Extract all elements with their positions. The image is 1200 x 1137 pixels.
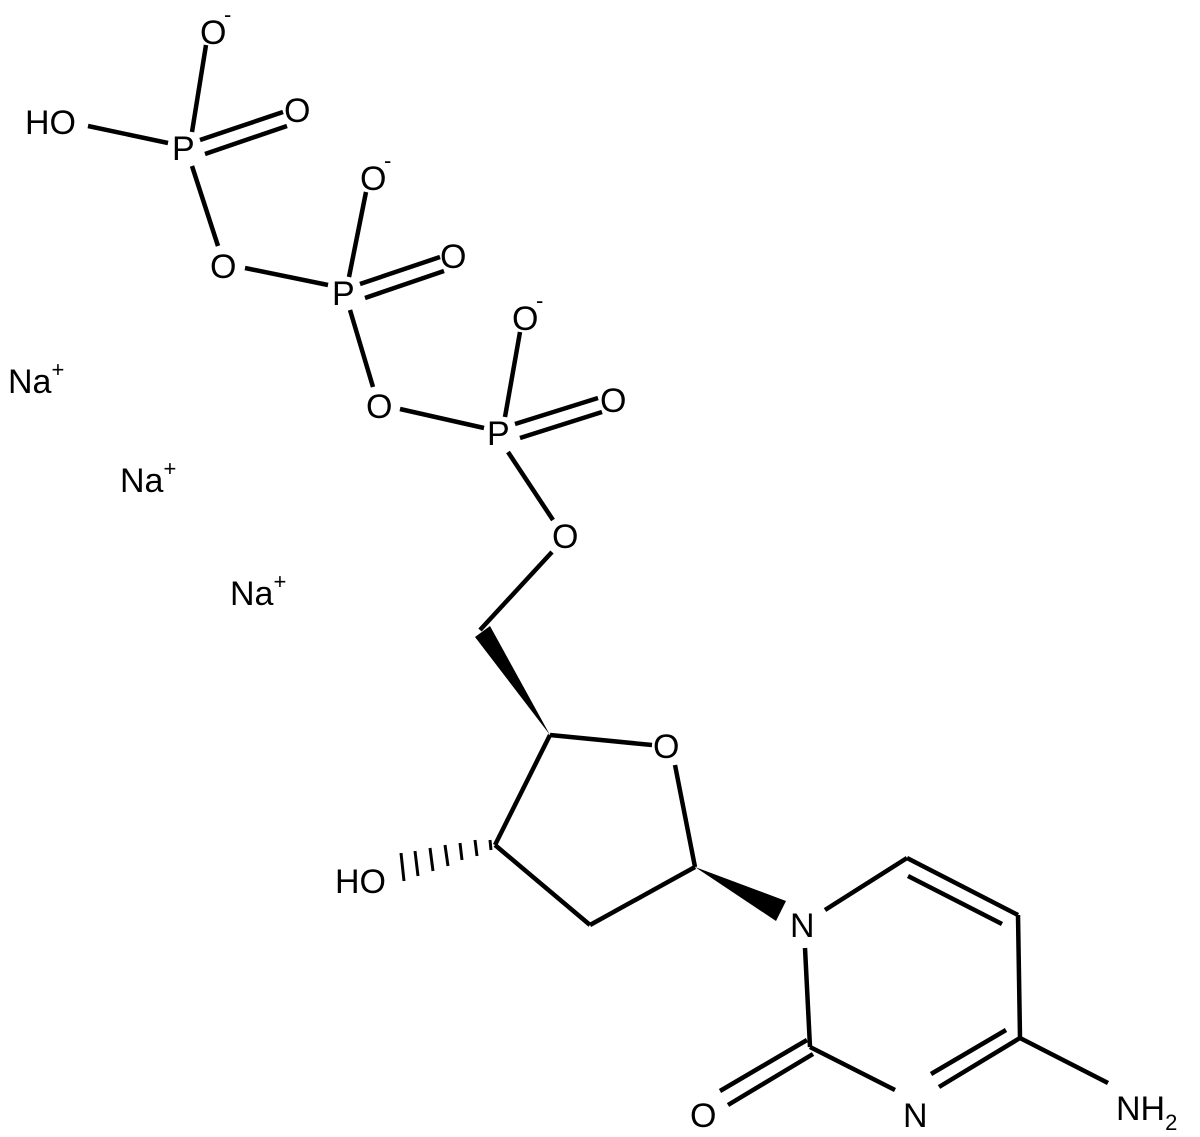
atom-o-minus-1: O [200,14,226,52]
bond [718,1038,809,1093]
wedge-bond [475,626,550,735]
bond [906,873,1004,927]
atom-o-ester: O [552,518,578,556]
bond [87,123,169,146]
bond [492,733,553,847]
hashed-wedge-bond [399,839,493,882]
bond [493,843,592,927]
bond [189,44,209,133]
atom-o-double-1: O [284,92,310,130]
atom-p2: P [332,275,355,313]
charge-minus: - [536,288,543,313]
bond [672,764,698,868]
bond [506,450,555,522]
bond [905,855,1020,918]
bond [502,331,523,418]
bond [808,1044,897,1093]
bond [929,1028,1008,1076]
atom-ho: HO [25,104,76,142]
bond [1015,914,1023,1039]
bond [189,165,221,247]
atom-p3: P [487,415,510,453]
bond [588,865,697,927]
bond [244,265,329,288]
atom-n3: N [903,1097,928,1135]
bond [514,395,599,427]
atom-o-double-3: O [600,382,626,420]
bond [823,856,909,912]
atom-o-minus-2: O [360,160,386,198]
atom-nh2: NH2 [1116,1090,1177,1135]
bonds [87,44,1110,1107]
bond [549,732,653,748]
bond [478,550,554,632]
bond [802,947,813,1048]
atom-o-bridge-1: O [210,248,236,286]
atom-p1: P [172,130,195,168]
bond [199,109,284,143]
bond [204,123,288,157]
bond [347,309,376,388]
bond [346,191,369,278]
atom-o-ring: O [653,728,679,766]
charge-minus: - [384,148,391,173]
atom-labels: O - HO P O O P O - O O P O - O O O HO N … [25,2,1177,1135]
atom-o-carbonyl: O [690,1097,716,1135]
sodium-ion: Na+ [8,357,64,401]
bond [519,409,603,441]
atom-ho-3: HO [335,863,386,901]
atom-o-bridge-2: O [366,388,392,426]
bond [399,406,485,431]
counterions: Na+ Na+ Na+ [8,357,286,613]
charge-minus: - [224,2,231,27]
atom-o-minus-3: O [512,300,538,338]
wedge-bond [695,867,786,921]
bond [364,268,445,301]
atom-o-double-2: O [440,238,466,276]
atom-n1: N [790,907,815,945]
bond [937,1036,1022,1089]
sodium-ion: Na+ [230,569,286,613]
bond [726,1052,815,1107]
bond [1018,1035,1110,1086]
sodium-ion: Na+ [120,456,176,500]
bond [359,254,441,287]
